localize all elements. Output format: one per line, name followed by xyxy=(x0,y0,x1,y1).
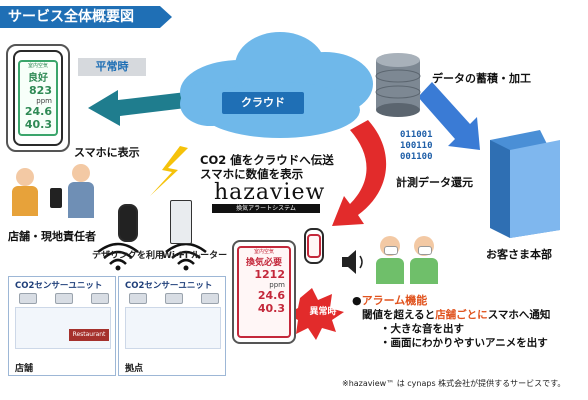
cloud-to-alarm-arrow xyxy=(332,120,387,226)
brand-name: hazaview xyxy=(214,180,326,205)
speaker-icon xyxy=(342,250,363,274)
alarm-line1-highlight: 店舗ごとに xyxy=(435,309,488,321)
binary-line-3: 001100 xyxy=(400,152,433,162)
transmit-line1: CO2 値をクラウドへ伝送 xyxy=(200,153,334,167)
transmit-line2: スマホに数値を表示 xyxy=(200,167,304,181)
wifi-dot-left xyxy=(115,265,121,271)
router-label: Wi-Fi ルーター xyxy=(162,251,228,261)
staff-head-2 xyxy=(72,164,90,182)
alarm-phone-small xyxy=(304,228,324,264)
alarm-phone-small-screen xyxy=(307,234,321,258)
staff-body-2 xyxy=(68,182,94,218)
lightning-icon xyxy=(150,146,188,196)
normal-header-small: 室内空気 xyxy=(27,63,48,69)
alarm-status: 換気必要 xyxy=(245,258,282,268)
wifi-icon-left xyxy=(97,242,139,265)
speech-bubble: 室内空気 良好 823 ppm 24.6 40.3 xyxy=(6,44,70,152)
alarm-line1-pre: 閾値を超えると xyxy=(362,309,436,321)
alarm-phone-frame: 室内空気 換気必要 1212 ppm 24.6 40.3 xyxy=(232,240,296,344)
alarm-title-text: アラーム機能 xyxy=(361,294,428,307)
sensor-icon xyxy=(165,293,183,304)
normal-status: 良好 xyxy=(28,73,48,84)
store-panel: CO2センサーユニット Restaurant 店舗 xyxy=(8,276,116,376)
normal-phone-screen: 室内空気 良好 823 ppm 24.6 40.3 xyxy=(18,60,58,136)
wifi-icon-right xyxy=(165,242,207,265)
store-staff-label: 店舗・現地責任者 xyxy=(8,230,96,243)
alarm-temp-value: 24.6 xyxy=(257,289,285,302)
cloud-label: クラウド xyxy=(222,92,304,114)
tethering-label: テザリングを利用 xyxy=(92,251,165,261)
staff-phone xyxy=(50,188,62,208)
normal-hum-value: 40.3 xyxy=(24,118,52,131)
sensor-icon xyxy=(201,293,219,304)
database-icon xyxy=(375,53,421,117)
tethering-phone-icon xyxy=(118,204,138,242)
normal-co2-value: 823 xyxy=(29,84,52,97)
cloud-to-phone-arrow xyxy=(88,90,186,126)
alert-burst xyxy=(286,288,344,340)
return-label: 計測データ還元 xyxy=(396,176,473,189)
base-scene xyxy=(125,307,221,349)
footnote: ※hazaview™ は cynaps 株式会社が提供するサービスです。 xyxy=(342,379,566,388)
brand-tagline: 換気アラートシステム xyxy=(212,204,320,213)
hq-label: お客さま本部 xyxy=(486,248,552,261)
db-to-hq-arrow xyxy=(418,82,480,150)
cloud-shape xyxy=(180,32,373,138)
alarm-line1-post: スマホへ通知 xyxy=(487,309,551,321)
binary-line-2: 100110 xyxy=(400,141,433,151)
normal-phone: 室内空気 良好 823 ppm 24.6 40.3 xyxy=(13,50,63,146)
building-icon xyxy=(490,130,560,238)
normal-co2-unit: ppm xyxy=(36,97,52,105)
masked-staff-illustration xyxy=(374,232,444,286)
data-store-label: データの蓄積・加工 xyxy=(432,72,531,85)
staff-body-1 xyxy=(12,186,38,216)
alarm-phone-screen: 室内空気 換気必要 1212 ppm 24.6 40.3 xyxy=(237,246,291,338)
binary-line-1: 011001 xyxy=(400,130,433,140)
alarm-bullet2: ・画面にわかりやすいアニメを出す xyxy=(380,337,548,349)
abnormal-badge: 異常時 xyxy=(309,307,337,317)
store-label: 店舗 xyxy=(15,364,34,374)
bullet-dot: ● xyxy=(352,294,362,307)
alarm-header-small: 室内空気 xyxy=(253,249,274,255)
store-scene xyxy=(15,307,111,349)
normal-badge: 平常時 xyxy=(78,58,146,76)
restaurant-sign: Restaurant xyxy=(69,329,109,341)
normal-temp-value: 24.6 xyxy=(24,105,52,118)
store-panel-title: CO2センサーユニット xyxy=(15,281,103,291)
sensor-icon xyxy=(91,293,109,304)
alarm-hum-value: 40.3 xyxy=(257,302,285,315)
router-icon xyxy=(170,200,192,244)
page-title: サービス全体概要図 xyxy=(0,6,172,28)
base-panel: CO2センサーユニット 拠点 xyxy=(118,276,226,376)
alarm-line1: 閾値を超えると店舗ごとにスマホへ通知 xyxy=(362,307,550,322)
binary-block: 011001 100110 001100 xyxy=(400,130,433,163)
staff-illustration xyxy=(10,162,96,224)
sensor-icon xyxy=(19,293,37,304)
alarm-title: ●アラーム機能 xyxy=(352,292,427,308)
alarm-co2-unit: ppm xyxy=(269,281,285,289)
alarm-bullet1: ・大きな音を出す xyxy=(380,323,464,335)
sensor-icon xyxy=(129,293,147,304)
masked-body-1 xyxy=(376,258,404,284)
wifi-dot-right xyxy=(183,265,189,271)
base-label: 拠点 xyxy=(125,364,144,374)
mask-1 xyxy=(384,246,398,255)
smartphone-display-label: スマホに表示 xyxy=(74,146,140,159)
alarm-co2-value: 1212 xyxy=(254,268,285,281)
masked-body-2 xyxy=(410,258,438,284)
staff-head-1 xyxy=(16,168,34,186)
base-panel-title: CO2センサーユニット xyxy=(125,281,213,291)
sensor-icon xyxy=(55,293,73,304)
mask-2 xyxy=(418,246,432,255)
